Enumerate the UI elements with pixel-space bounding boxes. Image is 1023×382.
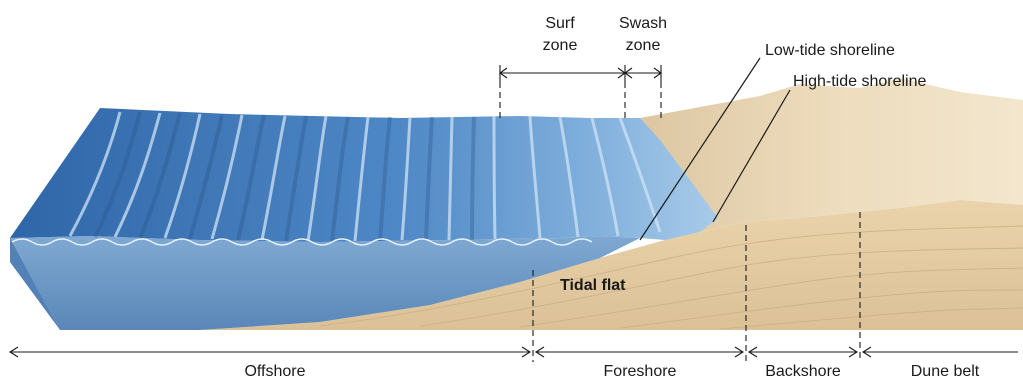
- offshore-dimension: [10, 347, 530, 357]
- backshore-label: Backshore: [765, 363, 841, 380]
- tidal-flat-label: Tidal flat: [560, 277, 626, 294]
- low-tide-shoreline-label: Low-tide shoreline: [765, 42, 895, 59]
- dune-belt-dimension: [863, 347, 1018, 357]
- swash-zone-dimension: [625, 65, 661, 118]
- foreshore-dimension: [536, 347, 743, 357]
- swash-zone-label-line1: Swash: [619, 15, 667, 32]
- foreshore-label: Foreshore: [604, 363, 677, 380]
- offshore-label: Offshore: [244, 363, 305, 380]
- swash-zone-label-line2: zone: [626, 37, 661, 54]
- surf-zone-label-line1: Surf: [545, 15, 575, 32]
- high-tide-shoreline-label: High-tide shoreline: [793, 73, 927, 90]
- dune-belt-label: Dune belt: [911, 363, 980, 380]
- surf-zone-label-line2: zone: [543, 37, 578, 54]
- surf-zone-dimension: [500, 65, 625, 118]
- backshore-dimension: [749, 347, 857, 357]
